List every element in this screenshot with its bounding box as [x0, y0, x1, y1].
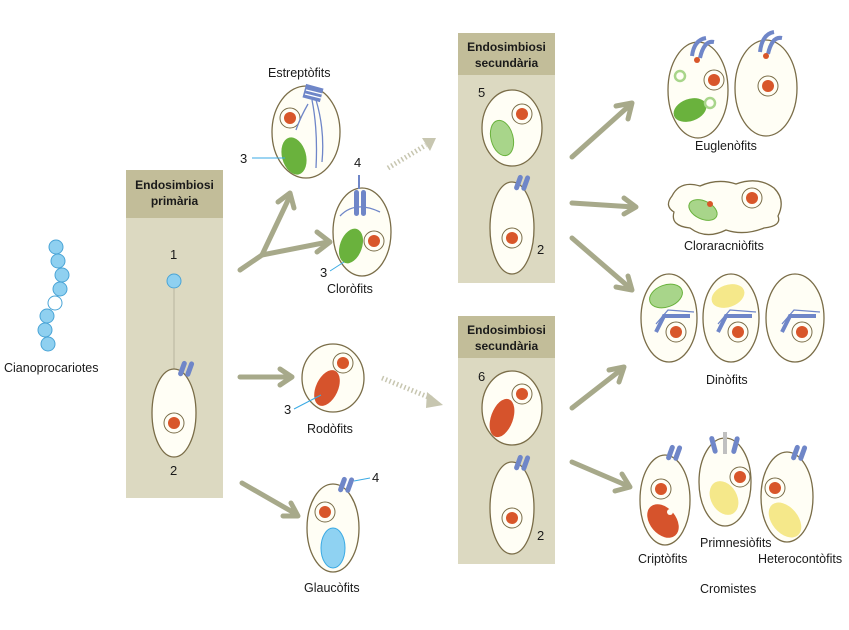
chromists-label: Cromistes — [700, 582, 756, 596]
chlorophytes-label: Cloròfits — [327, 282, 373, 296]
euglenophyte-cell-1 — [667, 36, 729, 139]
host-cell-primary — [151, 360, 197, 458]
dotted-arrows — [381, 138, 443, 408]
number-3-streptophyte: 3 — [240, 151, 247, 166]
streptophyte-cell — [271, 83, 341, 179]
number-2-primary: 2 — [170, 463, 177, 478]
flagella-icon — [665, 444, 683, 462]
arrows — [237, 100, 639, 519]
number-1: 1 — [170, 247, 177, 262]
primary-panel-title-line2: primària — [151, 194, 199, 208]
secondary-bottom-title-line1: Endosimbiosi — [467, 323, 546, 337]
red-algal-cell-symbiont — [481, 370, 543, 446]
cyanoprokaryotes-label: Cianoprocariotes — [4, 361, 99, 375]
dinophyte-cell-3 — [765, 273, 825, 363]
rhodophyte-cell — [301, 343, 365, 413]
host-cell-secondary-top — [489, 174, 535, 275]
cyanobacteria-chain — [37, 239, 70, 352]
streptophytes-label: Estreptòfits — [268, 66, 331, 80]
heterokontophyte-cell — [760, 444, 814, 543]
glaucophyte-cell — [306, 476, 360, 573]
cryptophyte-cell — [639, 444, 691, 546]
dinophyte-cell-2 — [702, 273, 760, 363]
heterokontophytes-label: Heterocontòfits — [758, 552, 842, 566]
glaucophytes-label: Glaucòfits — [304, 581, 360, 595]
dinophyte-cell-1 — [640, 273, 698, 363]
green-algal-cell-symbiont — [481, 89, 543, 167]
chlorophyte-cell — [332, 175, 392, 277]
secondary-top-title-line2: secundària — [475, 56, 539, 70]
prymnesiophytes-label: Primnesiòfits — [700, 536, 772, 550]
primary-panel-title-line1: Endosimbiosi — [135, 178, 214, 192]
number-4-chlorophyte: 4 — [354, 155, 361, 170]
number-6: 6 — [478, 369, 485, 384]
euglenophyte-cell-2 — [734, 30, 798, 137]
dinophytes-label: Dinòfits — [706, 373, 748, 387]
euglenophytes-label: Euglenòfits — [695, 139, 757, 153]
number-3-chlorophyte: 3 — [320, 265, 327, 280]
rhodophytes-label: Rodòfits — [307, 422, 353, 436]
number-5: 5 — [478, 85, 485, 100]
secondary-bottom-title-line2: secundària — [475, 339, 539, 353]
host-cell-secondary-bottom — [489, 454, 535, 555]
prymnesiophyte-cell — [698, 432, 752, 527]
chlorarachniophytes-label: Cloraracniòfits — [684, 239, 764, 253]
number-4-glaucophyte: 4 — [372, 470, 379, 485]
flagella-icon — [337, 476, 355, 494]
flagella-icon — [790, 444, 808, 462]
number-2-secondary-top: 2 — [537, 242, 544, 257]
cyanobacterium-symbiont — [166, 273, 182, 289]
cryptophytes-label: Criptòfits — [638, 552, 687, 566]
number-3-rhodophyte: 3 — [284, 402, 291, 417]
number-2-secondary-bottom: 2 — [537, 528, 544, 543]
chlorarachniophyte-cell — [667, 180, 782, 236]
secondary-top-title-line1: Endosimbiosi — [467, 40, 546, 54]
